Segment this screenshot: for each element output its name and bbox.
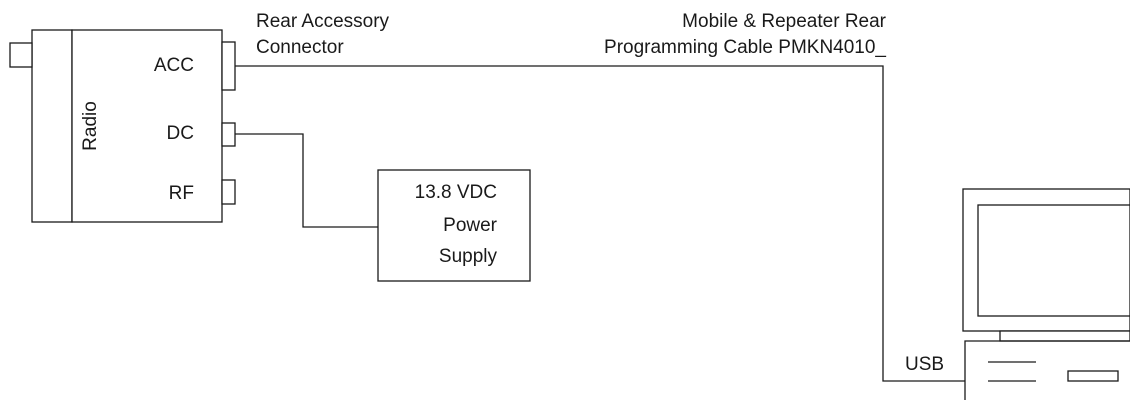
rear-accessory-connector-label-line1: Rear Accessory — [256, 11, 390, 32]
power-supply-line2: Power — [443, 215, 498, 236]
dc-connector — [221, 122, 236, 147]
power-supply: 13.8 VDC Power Supply — [377, 169, 531, 282]
power-supply-box — [377, 169, 531, 282]
dc-port-label: DC — [167, 123, 194, 144]
computer-base-unit — [964, 340, 1130, 400]
drive-bay — [1067, 370, 1119, 382]
monitor-stand — [999, 330, 1130, 342]
rf-port-label: RF — [169, 183, 194, 204]
power-supply-line3: Supply — [439, 246, 498, 267]
cable-label-line1: Mobile & Repeater Rear — [682, 11, 886, 32]
radio-unit: Radio ACC DC RF — [9, 29, 236, 223]
cable-label-line2: Programming Cable PMKN4010_ — [604, 37, 886, 58]
radio-knob — [9, 42, 33, 68]
computer: USB — [905, 188, 1130, 400]
acc-connector — [221, 41, 236, 91]
rf-connector — [221, 179, 236, 205]
rear-accessory-connector-label-line2: Connector — [256, 37, 344, 58]
radio-label: Radio — [80, 101, 101, 151]
programming-cable — [235, 65, 965, 382]
power-supply-line1: 13.8 VDC — [415, 182, 497, 203]
radio-front-panel — [31, 29, 73, 223]
usb-label: USB — [905, 354, 944, 375]
monitor-screen — [977, 204, 1130, 317]
acc-port-label: ACC — [154, 55, 194, 76]
radio-body — [71, 29, 223, 223]
dc-power-cable — [235, 133, 378, 228]
